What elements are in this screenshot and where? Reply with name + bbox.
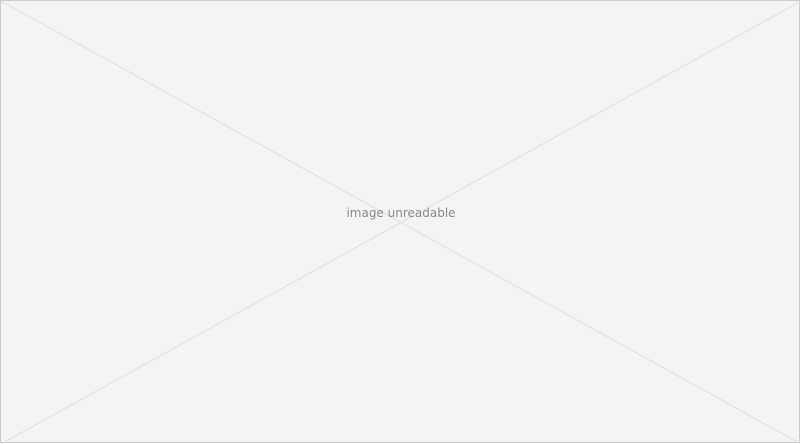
placeholder-note: image unreadable: [346, 206, 456, 220]
